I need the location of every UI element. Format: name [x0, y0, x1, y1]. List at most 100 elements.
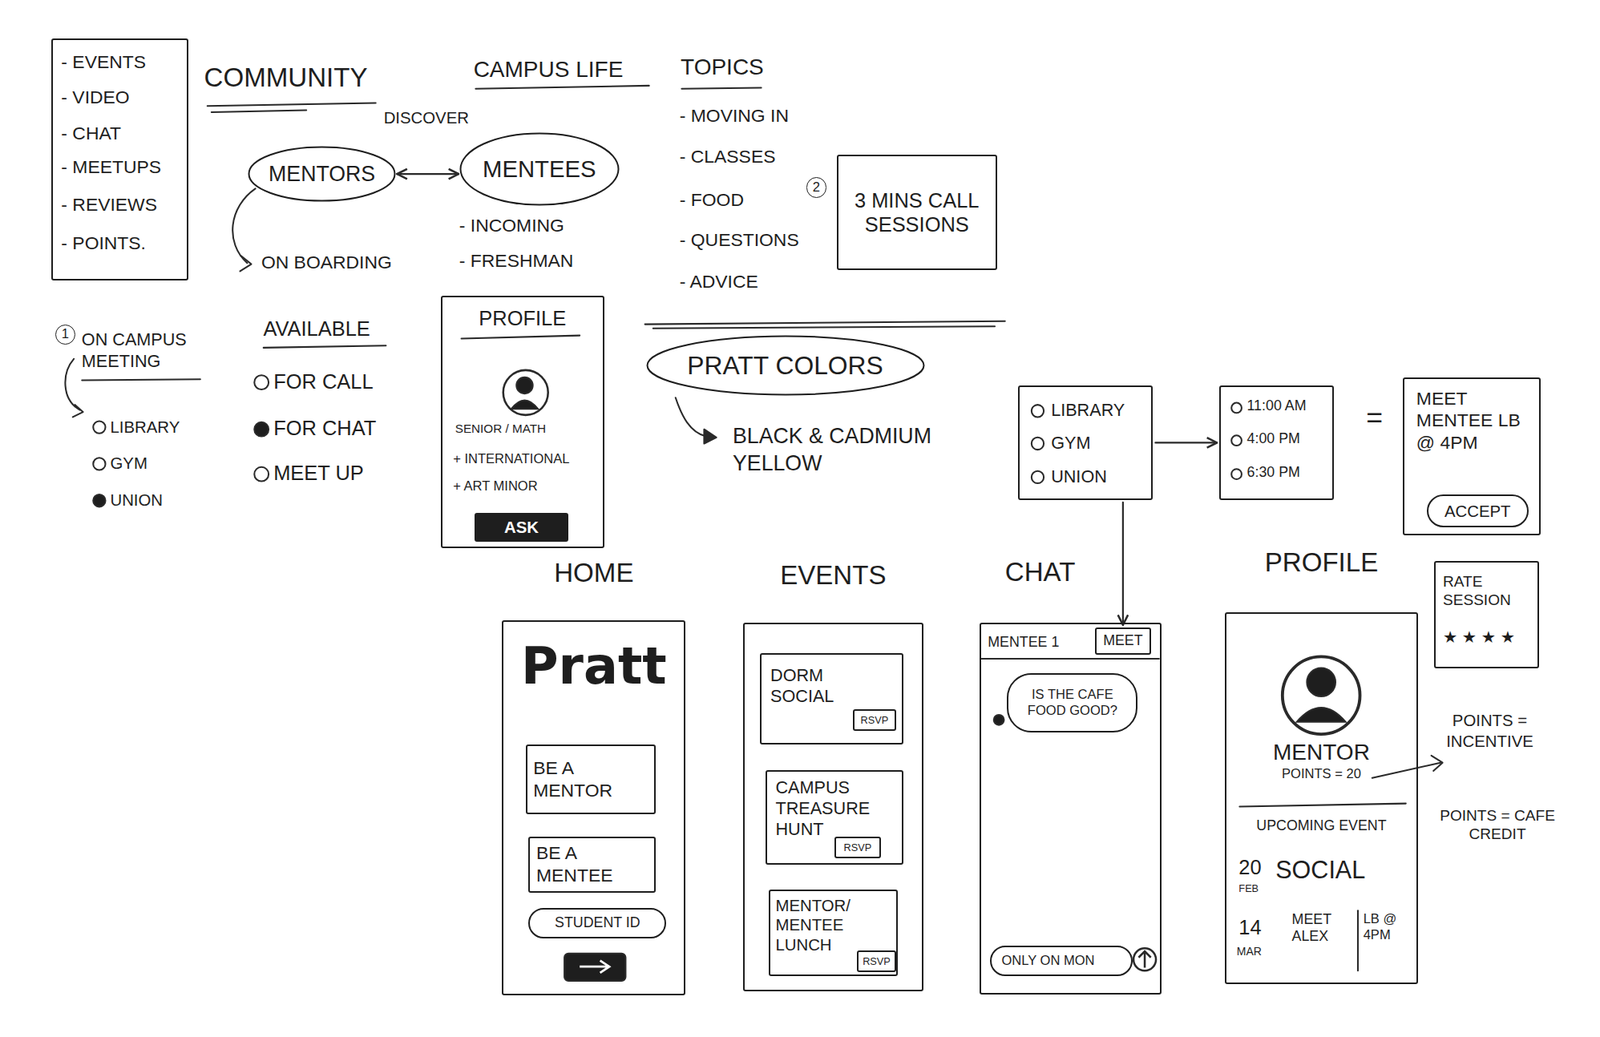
oval-outline: [460, 133, 619, 206]
submit-button: [564, 953, 626, 982]
node-text: RSVP: [860, 714, 889, 727]
meeting-request-card: MEET MENTEE LB @ 4PM ACCEPT: [1402, 377, 1541, 536]
node-text: 14: [1238, 915, 1272, 941]
rsvp-button: RSVP: [852, 709, 896, 732]
annotation-text: ON CAMPUS MEETING: [81, 328, 205, 372]
radio-button: [1031, 404, 1044, 417]
submit-arrow: [579, 961, 610, 974]
node-text: RSVP: [862, 955, 891, 968]
menu-button: BE A MENTEE: [528, 836, 656, 893]
radio-button: [254, 467, 269, 482]
ask-button: ASK: [474, 513, 569, 542]
session-box: 3 MINS CALL SESSIONS: [836, 154, 998, 271]
node-text: FEB: [1238, 882, 1273, 895]
annotation-text: CAMPUS LIFE: [473, 55, 658, 84]
node-text: BE A MENTEE: [536, 842, 649, 887]
heading-underline: [475, 85, 649, 89]
phone-screen: HOMEPrattBE A MENTORBE A MENTEESTUDENT I…: [501, 620, 686, 996]
node-text: CAMPUS TREASURE HUNT: [775, 777, 877, 841]
arrow-head: [72, 404, 84, 417]
role-oval: MENTEES: [459, 132, 620, 207]
connector-arrow: [1155, 441, 1217, 444]
arrow-head: [1431, 755, 1443, 772]
rsvp-button: RSVP: [834, 836, 881, 859]
node-text: + ART MINOR: [452, 478, 603, 495]
annotation-text: POINTS = INCENTIVE: [1438, 711, 1541, 752]
node-text: MENTORS: [268, 161, 376, 187]
profile-card: PROFILESENIOR / MATH+ INTERNATIONAL+ ART…: [440, 295, 605, 548]
node-text: SOCIAL: [1275, 855, 1388, 885]
node-text: LIBRARY: [1050, 400, 1148, 421]
student-id-field: STUDENT ID: [528, 908, 667, 939]
send-button: [1133, 948, 1156, 971]
node-text: MEET MENTEE LB @ 4PM: [1416, 387, 1534, 454]
node-text: + INTERNATIONAL: [452, 451, 603, 468]
node-text: PROFILE: [1240, 546, 1404, 579]
section-divider: [645, 321, 1006, 329]
heading-underline: [681, 87, 761, 89]
avatar-ring: [503, 370, 549, 416]
radio-button: [92, 420, 106, 433]
node-text: UPCOMING EVENT: [1234, 817, 1408, 835]
node-text: UNION: [1050, 466, 1148, 488]
annotation-text: FOR CHAT: [273, 416, 396, 442]
screen-divider: [981, 658, 1159, 660]
avatar-ring: [1282, 656, 1361, 735]
radio-button: [92, 457, 106, 470]
time-picker: 11:00 AM4:00 PM6:30 PM: [1219, 385, 1334, 501]
node-text: - VIDEO: [60, 86, 184, 109]
role-oval: MENTORS: [247, 145, 396, 203]
node-text: - REVIEWS: [60, 193, 184, 216]
phone-screen: EVENTSDORM SOCIALRSVPCAMPUS TREASURE HUN…: [743, 622, 924, 993]
node-text: 20: [1238, 855, 1272, 881]
radio-button: [1231, 403, 1242, 414]
annotation-text: GYM: [109, 453, 203, 474]
avatar-head: [516, 377, 533, 394]
annotation-text: UNION: [109, 490, 203, 511]
meet-button: MEET: [1094, 627, 1152, 655]
annotation-text: POINTS = CAFE CREDIT: [1434, 806, 1562, 845]
radio-button: [254, 375, 269, 390]
annotation-text: ON BOARDING: [261, 250, 435, 275]
node-text: MENTEES: [482, 155, 596, 184]
node-text: POINTS = 20: [1234, 766, 1408, 783]
node-text: RSVP: [844, 841, 873, 854]
annotation-text: AVAILABLE: [262, 316, 396, 343]
arrow-head: [703, 429, 716, 445]
annotation-text: TOPICS: [680, 52, 773, 81]
radio-button: [1031, 437, 1044, 450]
event-card: CAMPUS TREASURE HUNTRSVP: [765, 770, 904, 865]
leader-arrow: [232, 188, 255, 263]
annotation-text: DISCOVER: [383, 108, 486, 129]
node-text: MEET: [1103, 632, 1143, 650]
event-card: DORM SOCIAL RSVP: [759, 653, 903, 746]
oval-outline: [646, 335, 924, 395]
node-text: 4:00 PM: [1247, 430, 1331, 448]
heading-underline: [207, 103, 376, 113]
avatar-body: [511, 400, 538, 409]
annotation-text: COMMUNITY: [204, 60, 384, 94]
annotation-text: =: [1363, 400, 1386, 437]
node-text: EVENTS: [743, 559, 924, 592]
node-text: BE A MENTOR: [533, 757, 649, 802]
node-text: MENTEE 1: [987, 634, 1090, 651]
oval-outline: [249, 147, 396, 202]
annotation-text: - MOVING IN: [679, 104, 833, 128]
connector-arrow: [396, 173, 459, 175]
bracket-arrow: [64, 359, 80, 411]
annotation-text: - INCOMING: [459, 214, 613, 238]
annotation-text: BLACK & CADMIUM YELLOW: [732, 423, 953, 477]
node-text: ONLY ON MON: [1001, 953, 1095, 970]
annotation-text: LIBRARY: [109, 417, 203, 438]
node-text: MENTOR/ MENTEE LUNCH: [775, 896, 877, 955]
callout-number: 2: [806, 177, 827, 198]
avatar-body: [1296, 707, 1346, 723]
rating-card: RATE SESSION★ ★ ★ ★: [1434, 561, 1540, 669]
node-text: DORM SOCIAL: [770, 665, 863, 708]
node-text: - POINTS.: [60, 232, 184, 255]
feature-list-box: - EVENTS- VIDEO- CHAT- MEETUPS- REVIEWS-…: [51, 38, 190, 281]
node-text: ACCEPT: [1444, 501, 1512, 522]
accept-button: ACCEPT: [1426, 494, 1529, 528]
node-text: - CHAT: [60, 122, 184, 145]
